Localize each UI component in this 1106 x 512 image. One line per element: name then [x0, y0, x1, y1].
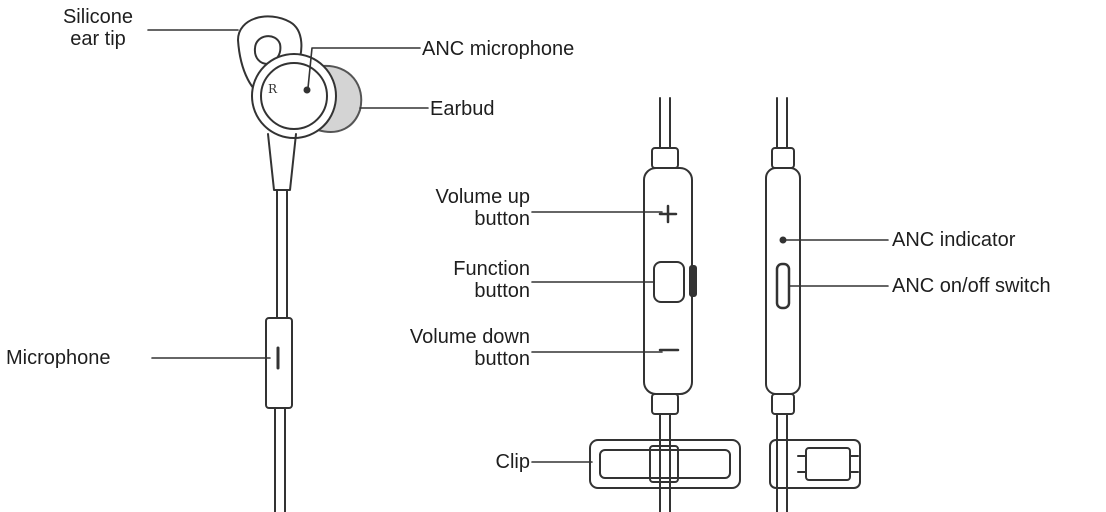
clip-side-inner	[805, 447, 851, 481]
volume-up-plus	[658, 204, 678, 224]
clip-side-notches	[797, 455, 859, 473]
remote-side-collar-bottom	[771, 393, 795, 415]
clip-front-outer	[589, 439, 741, 489]
label-earbud: Earbud	[430, 98, 495, 120]
remote-side-view	[765, 97, 861, 512]
remote-front-cable-top	[659, 97, 671, 149]
leader-lines	[147, 29, 889, 463]
label-clip: Clip	[495, 451, 530, 473]
earbud-assembly: R	[237, 15, 363, 512]
clip-front-core	[649, 445, 679, 483]
remote-side-knob	[689, 265, 697, 297]
clip-front-cable	[659, 439, 671, 512]
clip-front-inner	[599, 449, 731, 479]
label-anc-microphone: ANC microphone	[422, 38, 575, 60]
earbud-housing	[251, 53, 337, 139]
label-volume-down-button: Volume down button	[409, 326, 530, 370]
anc-switch-shape	[775, 262, 791, 310]
label-anc-switch: ANC on/off switch	[892, 275, 1051, 297]
cable-upper-left	[276, 189, 288, 319]
cable-lower-left	[274, 407, 286, 512]
label-function-button: Function button	[453, 258, 530, 302]
anc-indicator-dot	[779, 236, 787, 244]
remote-front-collar-bottom	[651, 393, 679, 415]
earbud-face	[260, 62, 328, 130]
leader-anc-microphone	[307, 47, 421, 89]
label-volume-up-button: Volume up button	[435, 186, 530, 230]
remote-side-body	[765, 167, 801, 395]
clip-side-outer	[769, 439, 861, 489]
earbud-stem	[267, 133, 297, 191]
remote-side-collar-top	[771, 147, 795, 169]
remote-side-cable-top	[776, 97, 788, 149]
right-marker-r: R	[268, 82, 278, 96]
remote-front-view	[589, 97, 741, 512]
label-microphone: Microphone	[6, 347, 111, 369]
clip-side-cable	[776, 439, 788, 512]
remote-front-collar-top	[651, 147, 679, 169]
label-anc-indicator: ANC indicator	[892, 229, 1016, 251]
label-silicone-ear-tip: Silicone ear tip	[62, 6, 134, 50]
